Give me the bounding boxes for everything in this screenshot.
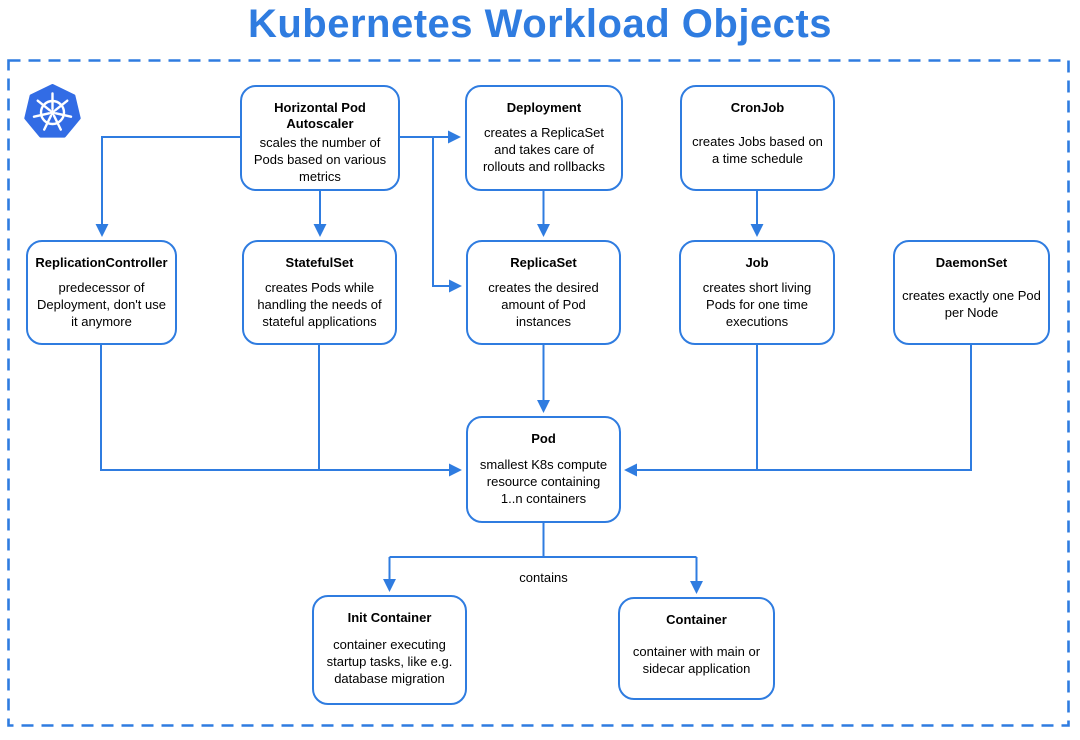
- node-job: Job creates short living Pods for one ti…: [679, 240, 835, 345]
- node-title: Container: [666, 612, 727, 627]
- node-title: ReplicationController: [35, 255, 168, 270]
- node-body: creates a ReplicaSet and takes care of r…: [482, 125, 606, 174]
- node-body: container executing startup tasks, like …: [326, 637, 453, 686]
- node-body: creates short living Pods for one time e…: [702, 279, 812, 329]
- node-body: smallest K8s compute resource containing…: [479, 456, 608, 506]
- node-cronjob: CronJob creates Jobs based on a time sch…: [680, 85, 835, 191]
- node-replication-controller: ReplicationController predecessor of Dep…: [26, 240, 177, 345]
- node-title: ReplicaSet: [510, 255, 577, 270]
- node-body: creates exactly one Pod per Node: [902, 288, 1041, 320]
- node-deployment: Deployment creates a ReplicaSet and take…: [465, 85, 623, 191]
- node-body: scales the number of Pods based on vario…: [253, 135, 387, 184]
- node-replicaset: ReplicaSet creates the desired amount of…: [466, 240, 621, 345]
- edge-hpa-to-replicationcontroller: [95, 136, 240, 237]
- dashed-border: [7, 59, 1070, 727]
- node-pod: Pod smallest K8s compute resource contai…: [466, 416, 621, 523]
- node-container: Container container with main or sidecar…: [618, 597, 775, 700]
- node-title: StatefulSet: [285, 255, 354, 270]
- node-body: creates Jobs based on a time schedule: [692, 133, 823, 166]
- edge-replicationcontroller-to-pod: [100, 345, 462, 477]
- edge-hpa-to-replicaset: [432, 137, 462, 293]
- node-daemonset: DaemonSet creates exactly one Pod per No…: [893, 240, 1050, 345]
- node-init-container: Init Container container executing start…: [312, 595, 467, 705]
- node-body: creates Pods while handling the needs of…: [257, 279, 382, 329]
- node-title: CronJob: [730, 100, 785, 115]
- kubernetes-logo-icon: [24, 84, 81, 138]
- node-title: Init Container: [347, 610, 432, 625]
- node-title: Pod: [531, 431, 556, 446]
- edge-label-contains: contains: [519, 570, 568, 585]
- node-body: container with main or sidecar applicati…: [632, 644, 761, 676]
- node-horizontal-pod-autoscaler: Horizontal Pod Autoscaler scales the num…: [240, 85, 400, 191]
- node-title: Job: [745, 255, 769, 270]
- node-title: Horizontal Pod Autoscaler: [274, 100, 366, 131]
- node-body: creates the desired amount of Pod instan…: [488, 279, 599, 329]
- node-statefulset: StatefulSet creates Pods while handling …: [242, 240, 397, 345]
- node-title: Deployment: [506, 100, 582, 115]
- page-title: Kubernetes Workload Objects: [247, 2, 832, 46]
- node-title: DaemonSet: [935, 255, 1008, 270]
- edge-daemonset-to-pod: [624, 345, 972, 477]
- node-body: predecessor of Deployment, don't use it …: [37, 279, 166, 329]
